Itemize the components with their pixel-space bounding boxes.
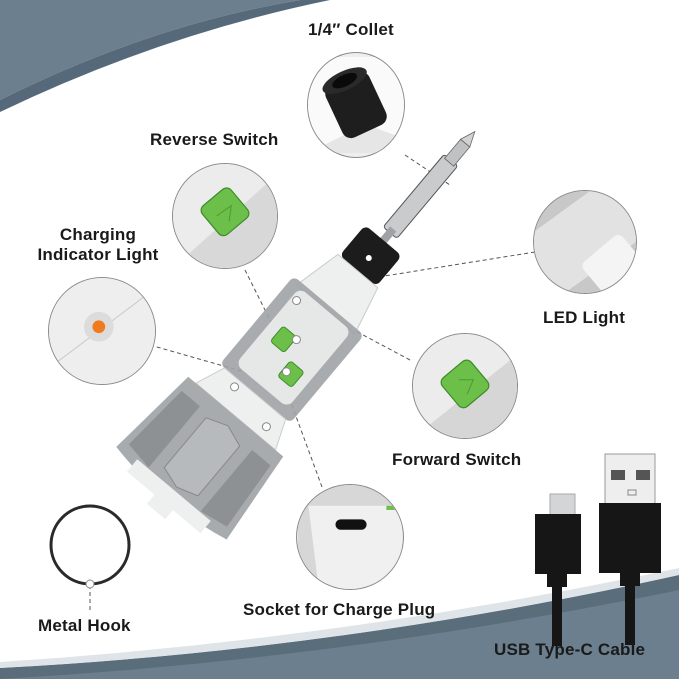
usb-cable: [535, 453, 661, 646]
callout-reverse-switch: [172, 163, 278, 269]
usb-c-port-icon: [298, 485, 402, 589]
callout-charging-indicator: [48, 277, 156, 385]
top-band: [0, 0, 300, 100]
metal-ring: [49, 504, 131, 586]
reverse-button: [271, 326, 297, 353]
label-led-light: LED Light: [543, 308, 626, 327]
usb-c-connector: [535, 514, 581, 574]
knurled-collet-icon: [308, 57, 404, 153]
callout-socket: [296, 484, 404, 590]
label-socket: Socket for Charge Plug: [243, 600, 436, 619]
label-forward-switch: Forward Switch: [392, 450, 522, 469]
bottom-band-edge: [0, 575, 679, 679]
screwdriver: [116, 130, 476, 540]
orange-indicator-led-icon: [49, 278, 155, 384]
bottom-band-highlight: [0, 568, 679, 668]
label-reverse-switch: Reverse Switch: [150, 130, 279, 149]
bit-holder: [383, 154, 458, 238]
label-usb-cable: USB Type-C Cable: [494, 640, 646, 659]
label-charging-indicator: Charging Indicator Light: [37, 225, 159, 264]
callout-led-light: [533, 190, 637, 294]
label-collet: 1/4″ Collet: [308, 20, 394, 39]
led-lamp-icon: [534, 191, 636, 293]
callout-forward-switch: [412, 333, 518, 439]
label-metal-hook: Metal Hook: [38, 616, 131, 635]
usb-a-connector: [599, 503, 661, 573]
green-switch-button-icon: [413, 334, 517, 438]
green-switch-button-icon: [173, 164, 277, 268]
bottom-band: [0, 575, 679, 679]
callout-collet: [307, 52, 405, 158]
